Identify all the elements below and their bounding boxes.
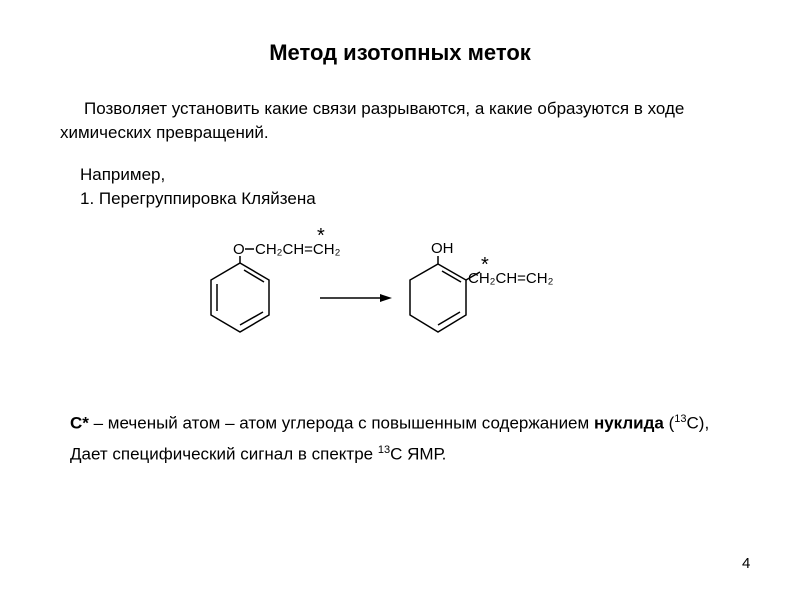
product-ring-double-bond-top [441,270,462,283]
labeled-atom-note: C* – меченый атом – атом углерода с повы… [70,406,730,467]
intro-text: Позволяет установить какие связи разрыва… [60,99,685,142]
note-text-4: С ЯМР. [390,444,447,464]
note-text-2: ( [663,413,675,433]
example-block: Например, 1. Перегруппировка Кляйзена [80,163,316,211]
reactant-oxygen: O [233,241,245,258]
reactant-molecule: O CH₂CH=CH₂ * [210,225,341,333]
note-text-3: С), Дает специфический сигнал в спектре [70,413,710,464]
reactant-allyl-chain: CH₂CH=CH₂ [255,241,341,258]
note-sup-1: 13 [674,413,687,425]
note-term-2: нуклида [593,413,664,433]
note-sup-2: 13 [377,443,391,456]
product-molecule: OH CH₂CH=CH₂ * [409,240,554,333]
page-number: 4 [742,555,751,572]
reactant-benzene-ring [210,262,270,333]
example-intro: Например, [80,165,166,184]
reactant-label-star: * [317,225,325,247]
product-allyl-chain: CH₂CH=CH₂ [468,270,554,287]
note-term: C* [70,413,89,433]
reaction-arrow [320,294,392,302]
slide-title: Метод изотопных меток [269,40,531,65]
reactant-ring-double-bonds [216,269,265,326]
note-text-1: – меченый атом – атом углерода с повышен… [88,413,594,433]
product-side-chain-bond [465,271,481,281]
product-hydroxyl: OH [431,240,454,257]
product-ring [409,263,467,333]
example-item: 1. Перегруппировка Кляйзена [80,189,316,208]
product-label-star: * [481,254,489,276]
intro-paragraph: Позволяет установить какие связи разрыва… [60,97,760,145]
product-ring-double-bond-bottom [437,311,461,326]
